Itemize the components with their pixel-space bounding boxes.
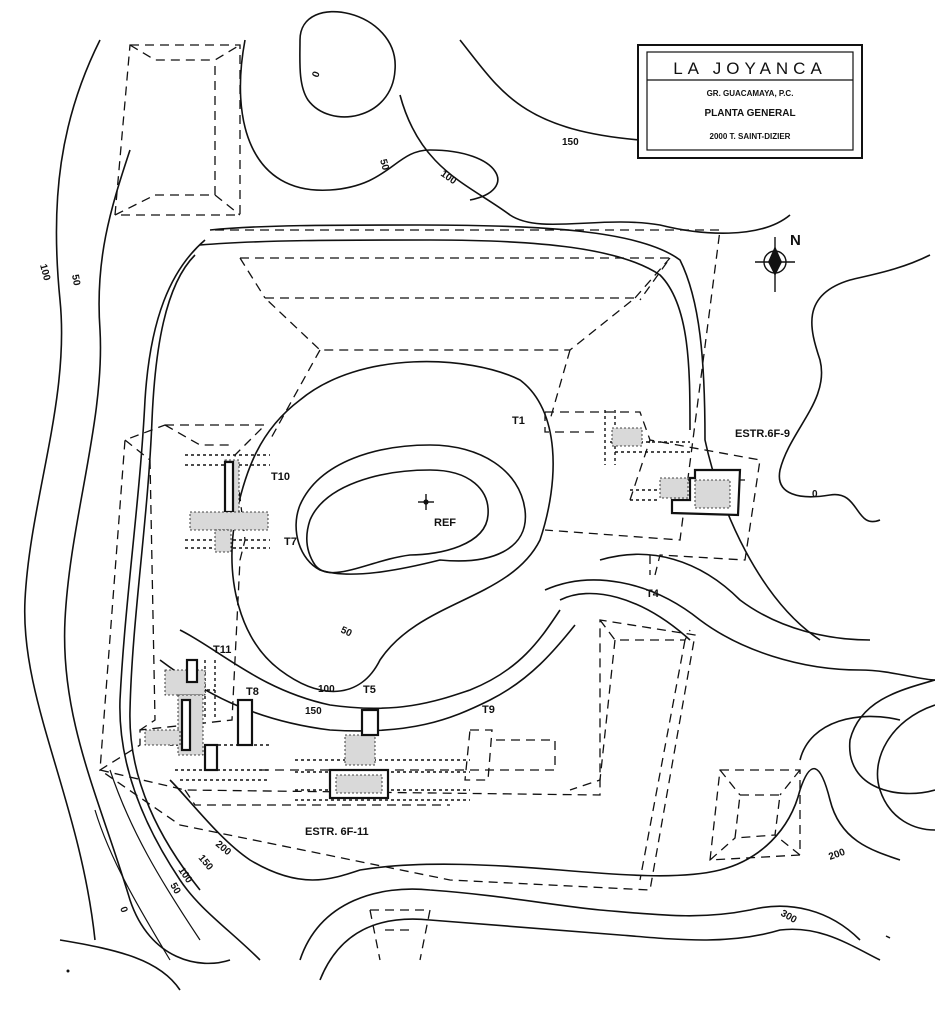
label-t11: T11 xyxy=(213,644,231,656)
contour-label: 150 xyxy=(305,706,322,717)
excavation-units xyxy=(144,427,742,800)
contour-label: 100 xyxy=(37,263,52,282)
north-label: N xyxy=(790,232,801,249)
label-estr-6f11: ESTR. 6F-11 xyxy=(305,826,369,838)
label-t5: T5 xyxy=(363,684,376,696)
label-t8: T8 xyxy=(246,686,259,698)
contour-label: 0 xyxy=(812,489,818,500)
contour-lines xyxy=(23,10,935,991)
contour-label: 0 xyxy=(310,70,322,79)
stray-mark xyxy=(66,969,70,973)
contour-label: 150 xyxy=(562,137,579,148)
title-block: LA JOYANCA GR. GUACAMAYA, P.C. PLANTA GE… xyxy=(637,44,863,159)
credit-label: 2000 T. SAINT-DIZIER xyxy=(710,132,791,141)
contour-label: 50 xyxy=(339,625,354,640)
contour-label: 50 xyxy=(377,158,391,172)
group-label: GR. GUACAMAYA, P.C. xyxy=(707,89,794,98)
contour-label: 50 xyxy=(167,881,182,897)
label-t9: T9 xyxy=(482,704,495,716)
structure-labels: ESTR.6F-9 ESTR. 6F-11 T1 T4 T5 T7 T8 T9 … xyxy=(213,415,790,838)
dotted-edges xyxy=(165,410,690,801)
north-arrow-icon: N xyxy=(755,232,801,292)
label-t4: T4 xyxy=(646,588,660,600)
plan-label: PLANTA GENERAL xyxy=(704,108,795,119)
ref-datum-icon xyxy=(418,494,434,510)
label-t10: T10 xyxy=(271,471,290,483)
contour-label: 50 xyxy=(69,274,82,287)
contour-label: 0 xyxy=(117,905,129,914)
label-ref: REF xyxy=(434,517,456,529)
label-estr-6f9: ESTR.6F-9 xyxy=(735,428,790,440)
stray-mark xyxy=(885,935,891,939)
contour-label: 100 xyxy=(318,684,335,695)
site-title: LA JOYANCA xyxy=(673,59,827,78)
label-t1: T1 xyxy=(512,415,525,427)
label-t7: T7 xyxy=(284,536,297,548)
